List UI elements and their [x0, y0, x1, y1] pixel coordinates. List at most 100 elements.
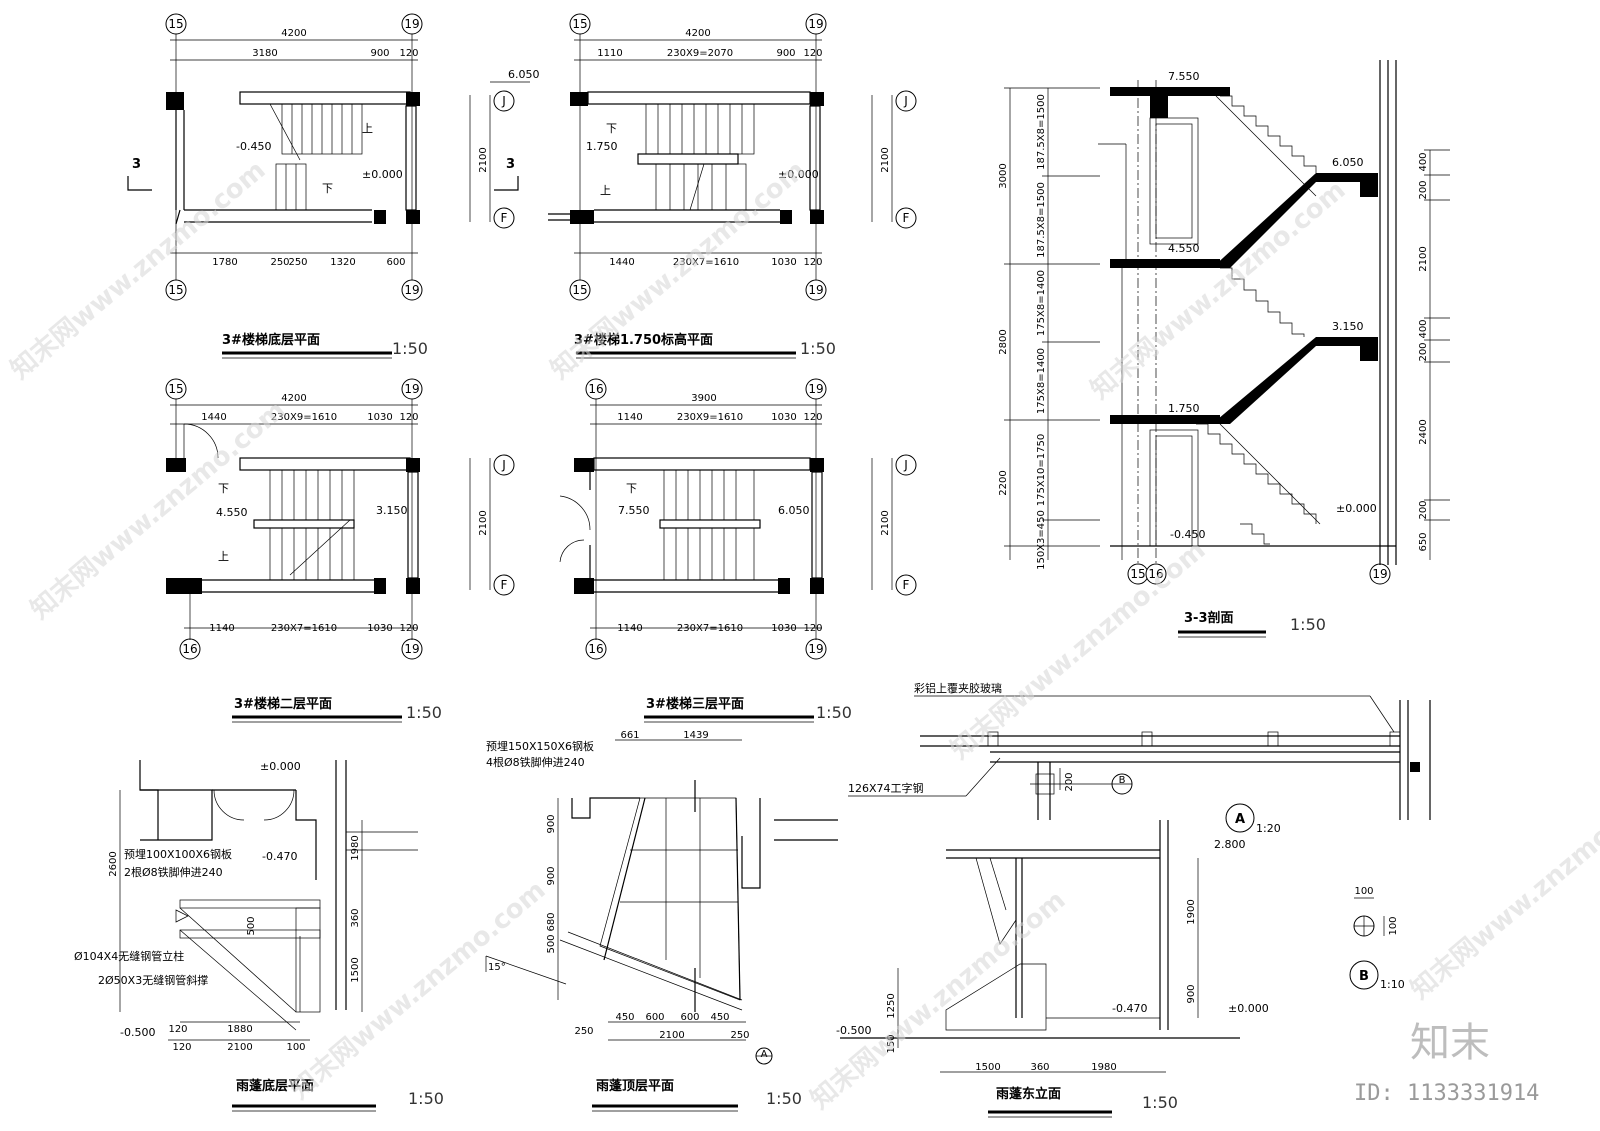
- dim-text: 600: [386, 257, 405, 268]
- dim-text: 900: [370, 48, 389, 59]
- plan-title: 3#楼梯三层平面: [646, 696, 744, 712]
- dim-text: 2100: [880, 510, 891, 535]
- dim-text: 1900: [1186, 899, 1197, 924]
- level-mark: 4.550: [216, 506, 248, 519]
- detail-note: 彩铝上覆夹胶玻璃: [914, 681, 1002, 695]
- grid-label: 19: [404, 642, 419, 656]
- plan-scale: 1:50: [406, 703, 442, 722]
- dim-text: 3180: [252, 48, 277, 59]
- grid-label: 19: [404, 382, 419, 396]
- watermark-text: 知末网www.znzmo.com: [25, 395, 291, 625]
- dim-text: 400: [1418, 319, 1429, 338]
- detail-scale: 1:10: [1380, 978, 1405, 991]
- grid-label: 16: [588, 382, 603, 396]
- plan-title: 3#楼梯二层平面: [234, 696, 332, 712]
- dim-text: 900: [776, 48, 795, 59]
- dim-text: 1030: [367, 623, 392, 634]
- grid-label: 15: [572, 17, 587, 31]
- dim-text: 120: [803, 257, 822, 268]
- grid-label: 19: [808, 283, 823, 297]
- level-mark: 6.050: [778, 504, 810, 517]
- dim-text: 230X9=1610: [271, 412, 337, 423]
- dim-text: 120: [803, 48, 822, 59]
- grid-label: 16: [182, 642, 197, 656]
- dim-text: 1140: [617, 623, 642, 634]
- dim-text: 250: [288, 257, 307, 268]
- angle-text: 15°: [488, 962, 506, 973]
- stair-arrow-up: 上: [600, 184, 611, 197]
- dim-text: 120: [399, 623, 418, 634]
- dim-text: 600: [645, 1012, 664, 1023]
- dim-text: 1880: [227, 1024, 252, 1035]
- dim-text: 1320: [330, 257, 355, 268]
- detail-label: A: [1235, 812, 1245, 827]
- dim-text: 250: [730, 1030, 749, 1041]
- dim-text: 2600: [108, 851, 119, 876]
- dim-text: 2200: [998, 470, 1009, 495]
- canopy-east-scale: 1:50: [1142, 1093, 1178, 1112]
- canopy-east-elevation: 2.800 -0.470 ±0.000 -0.500 1900 900 1250…: [836, 820, 1269, 1118]
- dim-text: 360: [350, 908, 361, 927]
- dim-text: 2100: [1418, 246, 1429, 271]
- plan-third-floor: 16 19 16 19 J F 3900 1140 230X9=1610 103…: [559, 378, 917, 723]
- level-mark: 6.050: [1332, 156, 1364, 169]
- dim-text: 250: [574, 1026, 593, 1037]
- dim-text: 187.5X8=1500: [1036, 182, 1047, 258]
- dim-text: 250: [270, 257, 289, 268]
- dim-text: 3900: [691, 393, 716, 404]
- dim-text: 150: [886, 1034, 897, 1053]
- dim-text: 2800: [998, 329, 1009, 354]
- dim-text: 4200: [281, 393, 306, 404]
- level-mark: -0.470: [262, 850, 297, 863]
- dim-text: 187.5X8=1500: [1036, 94, 1047, 170]
- grid-label: F: [501, 578, 508, 592]
- stair-arrow-up: 上: [218, 550, 229, 563]
- dim-text: 120: [172, 1042, 191, 1053]
- section-title: 3-3剖面: [1184, 610, 1234, 626]
- dim-text: 230X7=1610: [271, 623, 337, 634]
- dim-text: 900: [546, 866, 557, 885]
- level-mark: -0.450: [1170, 528, 1205, 541]
- level-mark: 6.050: [508, 68, 540, 81]
- grid-label: 19: [808, 382, 823, 396]
- detail-b: 100 100 B 1:10: [1349, 886, 1405, 991]
- level-mark: 7.550: [618, 504, 650, 517]
- grid-label: J: [903, 458, 908, 472]
- grid-label: J: [903, 94, 908, 108]
- dim-text: 200: [1418, 500, 1429, 519]
- canopy-note: 预埋150X150X6钢板: [486, 739, 594, 753]
- stair-arrow-down: 下: [606, 122, 617, 135]
- canopy-note: Ø104X4无缝钢管立柱: [74, 949, 184, 963]
- level-mark: -0.500: [836, 1024, 871, 1037]
- dim-text: 1030: [771, 412, 796, 423]
- level-mark: ±0.000: [1336, 502, 1377, 515]
- watermark-text: 知末网www.znzmo.com: [805, 885, 1071, 1115]
- dim-text: 680: [546, 912, 557, 931]
- grid-bubble: [493, 90, 515, 112]
- dim-text: 1980: [1091, 1062, 1116, 1073]
- dim-text: 1439: [683, 730, 708, 741]
- dim-text: 120: [399, 48, 418, 59]
- detail-scale: 1:20: [1256, 822, 1281, 835]
- dim-text: 2100: [227, 1042, 252, 1053]
- level-mark: 1.750: [586, 140, 618, 153]
- dim-text: 600: [680, 1012, 699, 1023]
- canopy-note: 2根Ø8铁脚伸进240: [124, 865, 223, 879]
- grid-label: 16: [588, 642, 603, 656]
- level-mark: ±0.000: [260, 760, 301, 773]
- plan-scale: 1:50: [800, 339, 836, 358]
- level-mark: 3.150: [376, 504, 408, 517]
- level-mark: 2.800: [1214, 838, 1246, 851]
- level-mark: -0.470: [1112, 1002, 1147, 1015]
- watermark-brand: 知末: [1410, 1020, 1490, 1066]
- canopy-ground-title: 雨蓬底层平面: [236, 1078, 314, 1094]
- stair-arrow-down: 下: [322, 182, 333, 195]
- level-mark: ±0.000: [1228, 1002, 1269, 1015]
- dim-text: 900: [1186, 984, 1197, 1003]
- watermark-text: 知末网www.znzmo.com: [545, 155, 811, 385]
- detail-note: 126X74工字钢: [848, 781, 924, 795]
- canopy-ground-plan: ±0.000 -0.470 -0.500 预埋100X100X6钢板 2根Ø8铁…: [74, 760, 444, 1112]
- level-mark: 4.550: [1168, 242, 1200, 255]
- plan-scale: 1:50: [392, 339, 428, 358]
